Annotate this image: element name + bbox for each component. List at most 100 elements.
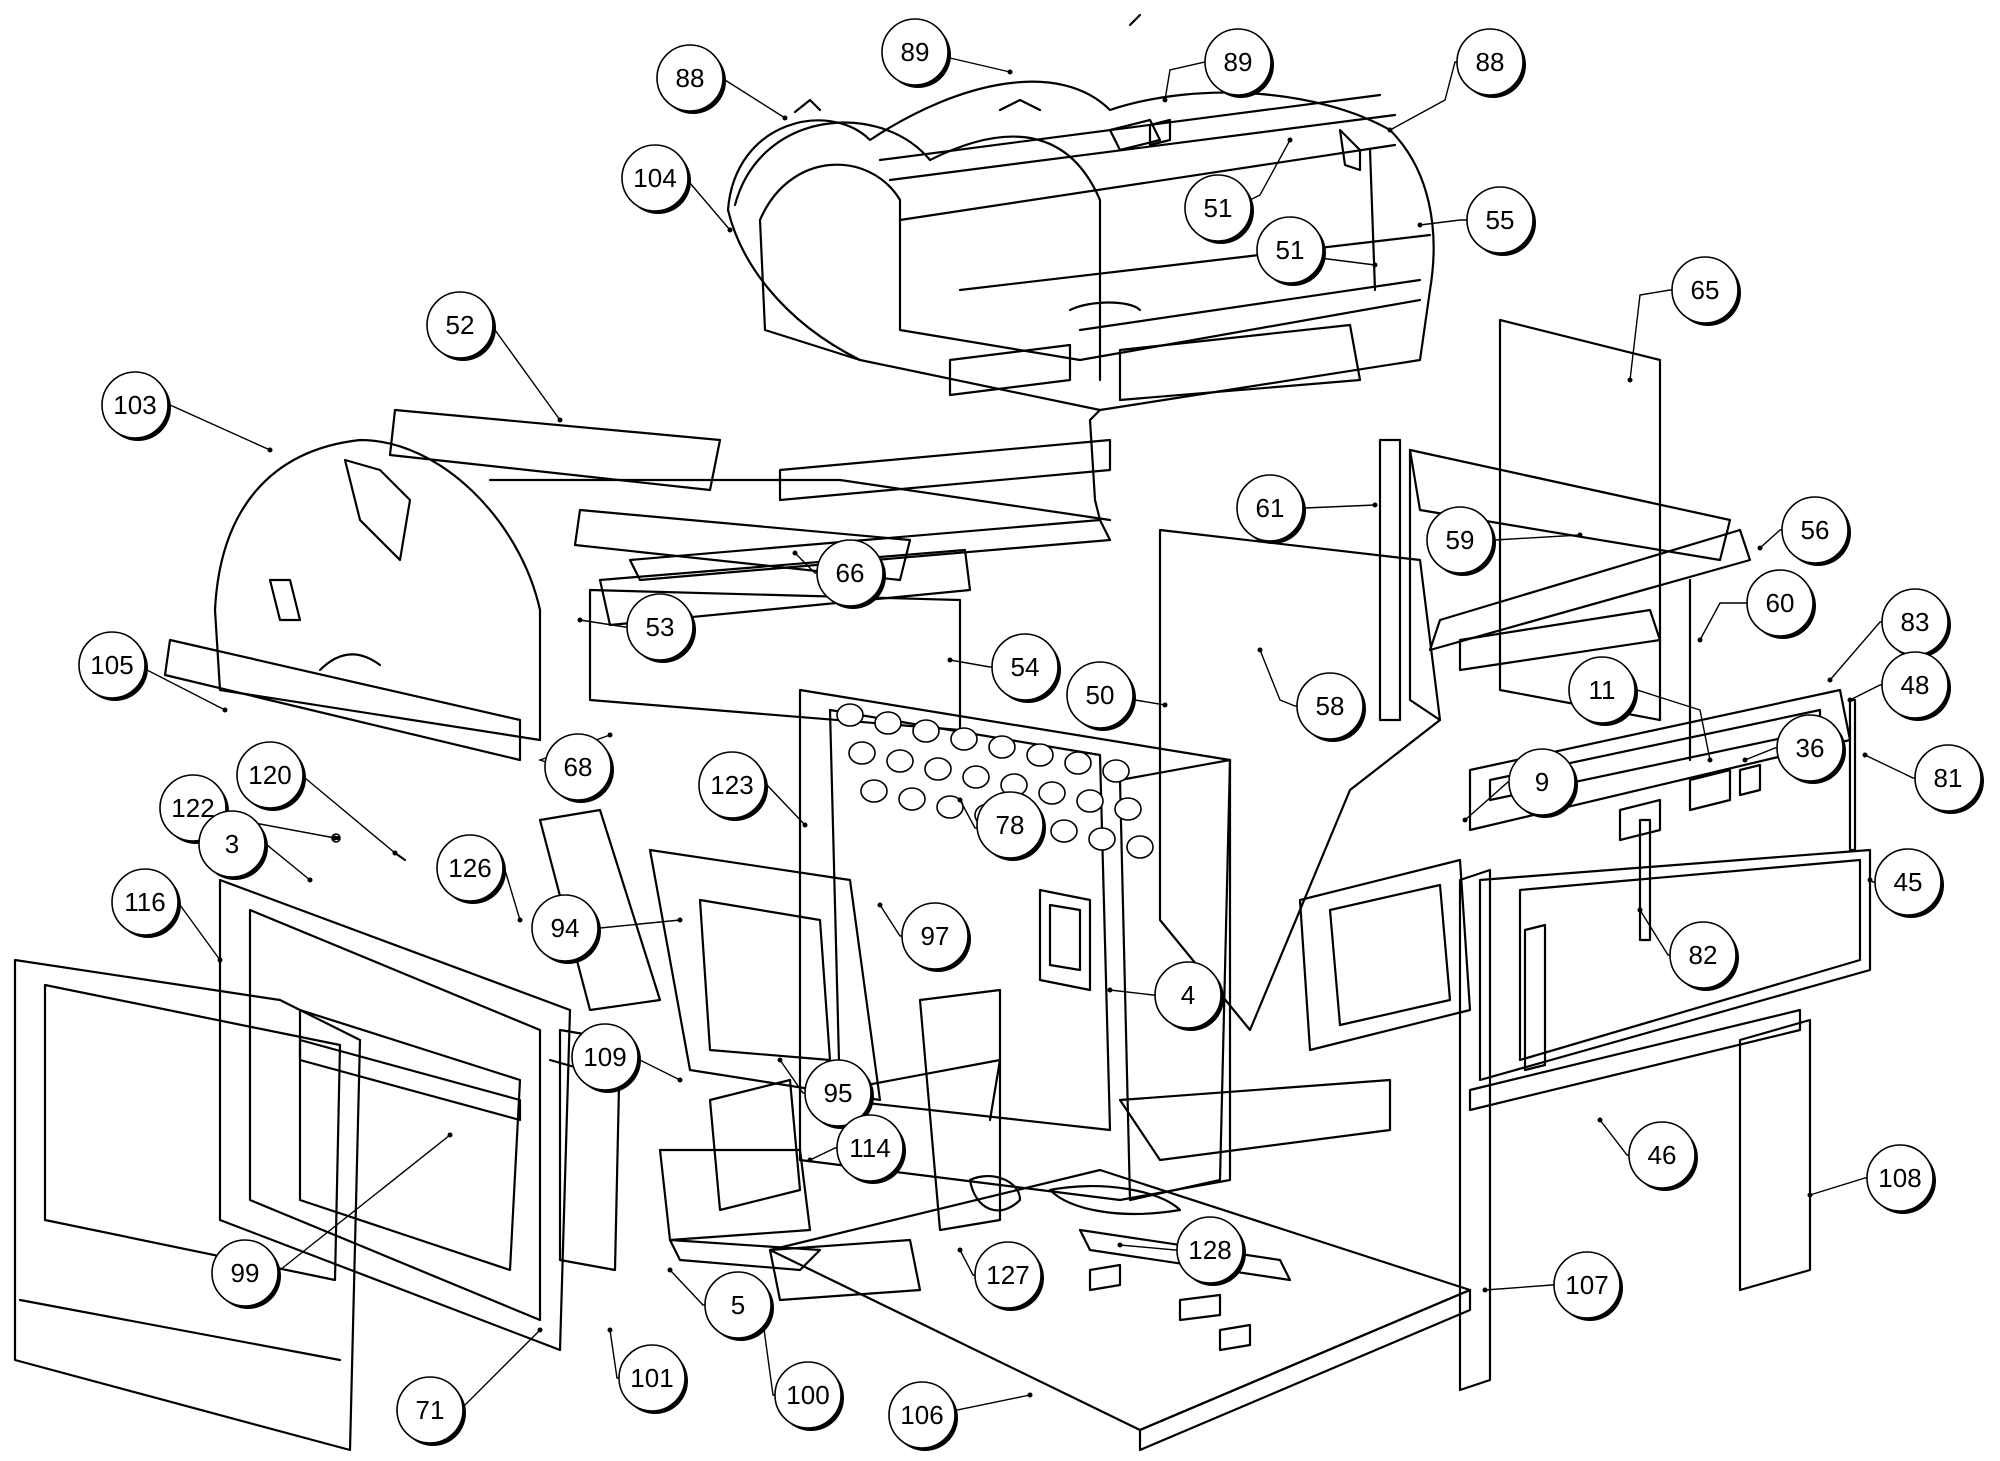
control-panel bbox=[1298, 688, 1852, 1052]
callout-circle bbox=[656, 44, 724, 112]
callout-leader-tip bbox=[1847, 697, 1853, 703]
callout-71: 71 bbox=[396, 1376, 466, 1446]
callout-leader-tip bbox=[1027, 1392, 1033, 1398]
callout-leader-tip bbox=[1162, 97, 1168, 103]
callout-leader-tip bbox=[1807, 1192, 1813, 1198]
callout-109: 109 bbox=[571, 1023, 641, 1093]
callout-leader-tip bbox=[1372, 262, 1378, 268]
callout-number: 51 bbox=[1204, 193, 1233, 223]
tube-hole bbox=[1064, 751, 1092, 775]
callout-leader-tip bbox=[1482, 1287, 1488, 1293]
callout-45: 45 bbox=[1874, 848, 1944, 918]
callout-leader-tip bbox=[607, 732, 613, 738]
callout-number: 107 bbox=[1565, 1270, 1608, 1300]
callout-number: 126 bbox=[448, 853, 491, 883]
callout-108: 108 bbox=[1866, 1144, 1936, 1214]
callout-number: 51 bbox=[1276, 235, 1305, 265]
callout-leader-tip bbox=[802, 822, 808, 828]
callout-circle bbox=[618, 1344, 686, 1412]
callout-number: 54 bbox=[1011, 652, 1040, 682]
callout-82: 82 bbox=[1669, 921, 1739, 991]
callout-number: 66 bbox=[836, 558, 865, 588]
callout-54: 54 bbox=[991, 633, 1061, 703]
callout-127: 127 bbox=[974, 1241, 1044, 1311]
callout-leader-tip bbox=[782, 115, 788, 121]
callout-leader-tip bbox=[777, 1057, 783, 1063]
door-assembly bbox=[13, 878, 622, 1452]
callout-number: 48 bbox=[1901, 670, 1930, 700]
callout-circle bbox=[1508, 748, 1576, 816]
callout-circle bbox=[774, 1361, 842, 1429]
callout-circle bbox=[78, 631, 146, 699]
callout-circle bbox=[1914, 744, 1982, 812]
callout-number: 46 bbox=[1648, 1140, 1677, 1170]
callout-leader-tip bbox=[332, 835, 338, 841]
callout-circle bbox=[976, 791, 1044, 859]
callout-58: 58 bbox=[1296, 672, 1366, 742]
callout-number: 97 bbox=[921, 921, 950, 951]
callout-leader-tip bbox=[1742, 757, 1748, 763]
part-geometry bbox=[13, 13, 1872, 1452]
callout-46: 46 bbox=[1628, 1121, 1698, 1191]
callout-101: 101 bbox=[618, 1344, 688, 1414]
callout-leader-tip bbox=[1707, 757, 1713, 763]
tube-hole bbox=[962, 765, 990, 789]
callout-83: 83 bbox=[1881, 588, 1951, 658]
tube-hole bbox=[836, 703, 864, 727]
base-tray bbox=[768, 1168, 1472, 1452]
hopper bbox=[1158, 318, 1752, 1032]
callout-3: 3 bbox=[198, 810, 268, 880]
callout-leader-tip bbox=[727, 227, 733, 233]
callout-59: 59 bbox=[1426, 506, 1496, 576]
callout-circle bbox=[1176, 1216, 1244, 1284]
callout-leader-tip bbox=[392, 850, 398, 856]
callout-leader-tip bbox=[1107, 987, 1113, 993]
tube-hole bbox=[1102, 759, 1130, 783]
callout-60: 60 bbox=[1746, 569, 1816, 639]
callout-100: 100 bbox=[774, 1361, 844, 1431]
callout-number: 59 bbox=[1446, 525, 1475, 555]
ash-drawer bbox=[1048, 1078, 1392, 1216]
callout-51: 51 bbox=[1184, 174, 1254, 244]
callout-leader-tip bbox=[877, 902, 883, 908]
callout-number: 94 bbox=[551, 913, 580, 943]
callout-88: 88 bbox=[656, 44, 726, 114]
left-shroud bbox=[163, 408, 1112, 762]
callout-circle bbox=[1671, 256, 1739, 324]
callout-105: 105 bbox=[78, 631, 148, 701]
callout-number: 122 bbox=[171, 793, 214, 823]
tube-hole bbox=[1126, 835, 1154, 859]
callout-leader bbox=[244, 1134, 451, 1274]
callout-number: 9 bbox=[1535, 767, 1549, 797]
callout-circle bbox=[626, 593, 694, 661]
callout-circle bbox=[1204, 28, 1272, 96]
callout-number: 11 bbox=[1589, 675, 1616, 705]
callout-circle bbox=[198, 810, 266, 878]
callout-number: 56 bbox=[1801, 515, 1830, 545]
callout-number: 5 bbox=[731, 1290, 745, 1320]
callout-leader-tip bbox=[222, 707, 228, 713]
top-hood bbox=[726, 13, 1435, 522]
callout-circle bbox=[881, 18, 949, 86]
tube-bank bbox=[836, 703, 1154, 859]
callout-123: 123 bbox=[698, 751, 768, 821]
callout-leader-tip bbox=[267, 447, 273, 453]
callout-number: 45 bbox=[1894, 867, 1923, 897]
tube-hole bbox=[874, 711, 902, 735]
callout-65: 65 bbox=[1671, 256, 1741, 326]
callout-circle bbox=[531, 894, 599, 962]
callout-leader-tip bbox=[1627, 377, 1633, 383]
callout-leaders bbox=[111, 51, 1948, 1416]
callout-number: 109 bbox=[583, 1042, 626, 1072]
callout-leader-tip bbox=[947, 657, 953, 663]
callout-leader-tip bbox=[667, 1267, 673, 1273]
callout-leader-tip bbox=[1597, 1117, 1603, 1123]
tube-hole bbox=[848, 741, 876, 765]
callout-leader-tip bbox=[537, 1327, 543, 1333]
callout-circle bbox=[1776, 714, 1844, 782]
callout-88: 88 bbox=[1456, 28, 1526, 98]
callout-circle bbox=[1746, 569, 1814, 637]
callout-leader-tip bbox=[792, 550, 798, 556]
tube-hole bbox=[1088, 827, 1116, 851]
